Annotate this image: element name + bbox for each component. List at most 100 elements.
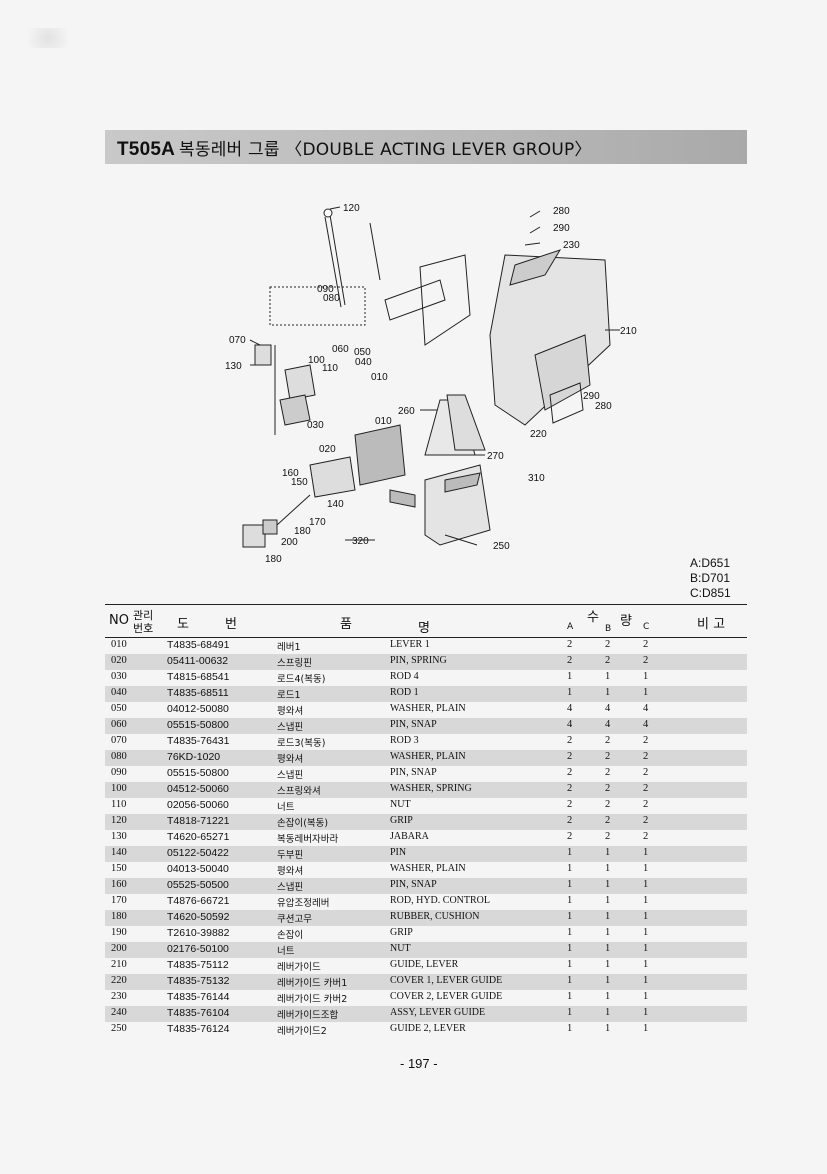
row-qty-c: 4 [643, 719, 649, 730]
row-korean-name: 쿠션고무 [277, 914, 312, 925]
row-part-number: 05525-50500 [167, 879, 229, 891]
row-qty-b: 1 [605, 879, 611, 890]
scan-artifact [18, 28, 78, 48]
row-qty-b: 2 [605, 751, 611, 762]
row-qty-b: 1 [605, 927, 611, 938]
row-qty-c: 1 [643, 1007, 649, 1018]
row-qty-a: 1 [567, 687, 573, 698]
row-qty-a: 1 [567, 975, 573, 986]
row-qty-a: 1 [567, 1007, 573, 1018]
row-no: 250 [111, 1023, 127, 1034]
row-english-name: NUT [390, 799, 411, 810]
row-korean-name: 레버가이드 카버1 [277, 978, 348, 989]
row-no: 100 [111, 783, 127, 794]
row-korean-name: 로드4(복동) [277, 674, 326, 685]
row-english-name: PIN [390, 847, 407, 858]
row-korean-name: 로드1 [277, 690, 301, 701]
row-qty-a: 2 [567, 783, 573, 794]
callout-010-top: 010 [371, 372, 388, 383]
col-qty-b: B [605, 624, 612, 634]
row-english-name: PIN, SNAP [390, 767, 437, 778]
row-korean-name: 너트 [277, 946, 295, 957]
row-no: 110 [111, 799, 127, 810]
row-part-number: T2610-39882 [167, 927, 230, 939]
row-qty-c: 1 [643, 959, 649, 970]
callout-010-mid: 010 [375, 416, 392, 427]
row-part-number: 05411-00632 [167, 655, 229, 667]
row-part-number: T4835-68511 [167, 687, 229, 699]
row-qty-c: 2 [643, 639, 649, 650]
row-no: 240 [111, 1007, 127, 1018]
callout-290-lower: 290 [583, 391, 600, 402]
page-number: - 197 - [400, 1056, 438, 1071]
row-qty-b: 2 [605, 815, 611, 826]
callout-120: 120 [343, 203, 360, 214]
col-mgmt-bottom: 번호 [133, 622, 154, 635]
callout-160: 160 [282, 468, 299, 479]
callout-260: 260 [398, 406, 415, 417]
row-no: 130 [111, 831, 127, 842]
row-qty-c: 2 [643, 655, 649, 666]
row-korean-name: 스냅핀 [277, 722, 304, 733]
row-korean-name: 레버가이드 카버2 [277, 994, 348, 1005]
callout-140: 140 [327, 499, 344, 510]
row-english-name: WASHER, PLAIN [390, 751, 466, 762]
row-qty-c: 1 [643, 975, 649, 986]
row-no: 090 [111, 767, 127, 778]
row-korean-name: 레버가이드 [277, 962, 321, 973]
row-qty-b: 2 [605, 767, 611, 778]
row-qty-b: 1 [605, 959, 611, 970]
row-no: 080 [111, 751, 127, 762]
row-qty-a: 1 [567, 895, 573, 906]
row-qty-a: 1 [567, 1023, 573, 1034]
callout-280: 280 [553, 206, 570, 217]
row-qty-c: 2 [643, 799, 649, 810]
row-qty-b: 2 [605, 831, 611, 842]
row-part-number: T4876-66721 [167, 895, 230, 907]
col-drawing-1: 도 [177, 617, 189, 632]
variant-a: A:D651 [690, 556, 731, 570]
row-korean-name: 레버가이드2 [277, 1026, 327, 1037]
row-qty-a: 1 [567, 991, 573, 1002]
col-name-2: 명 [418, 621, 430, 636]
row-qty-a: 1 [567, 879, 573, 890]
row-english-name: PIN, SNAP [390, 879, 437, 890]
row-qty-b: 2 [605, 735, 611, 746]
row-qty-c: 1 [643, 943, 649, 954]
callout-050: 050 [354, 347, 371, 358]
row-korean-name: 스프링와셔 [277, 786, 321, 797]
callout-170: 170 [309, 517, 326, 528]
row-part-number: T4815-68541 [167, 671, 230, 683]
row-english-name: WASHER, SPRING [390, 783, 472, 794]
row-qty-b: 1 [605, 1007, 611, 1018]
row-part-number: 05122-50422 [167, 847, 229, 859]
row-qty-a: 1 [567, 863, 573, 874]
callout-020: 020 [319, 444, 336, 455]
row-no: 200 [111, 943, 127, 954]
row-no: 050 [111, 703, 127, 714]
col-qty-1: 수 [587, 610, 599, 625]
row-no: 040 [111, 687, 127, 698]
row-korean-name: 평와셔 [277, 866, 304, 877]
row-no: 010 [111, 639, 127, 650]
row-korean-name: 평와셔 [277, 754, 304, 765]
row-qty-c: 1 [643, 687, 649, 698]
row-part-number: T4818-71221 [167, 815, 230, 827]
row-part-number: T4835-76144 [167, 991, 230, 1003]
row-korean-name: 너트 [277, 802, 295, 813]
row-english-name: WASHER, PLAIN [390, 863, 466, 874]
row-english-name: WASHER, PLAIN [390, 703, 466, 714]
row-english-name: ROD 1 [390, 687, 419, 698]
row-qty-a: 2 [567, 767, 573, 778]
row-qty-a: 2 [567, 735, 573, 746]
row-korean-name: 스냅핀 [277, 770, 304, 781]
row-korean-name: 복동레버자바라 [277, 834, 339, 845]
